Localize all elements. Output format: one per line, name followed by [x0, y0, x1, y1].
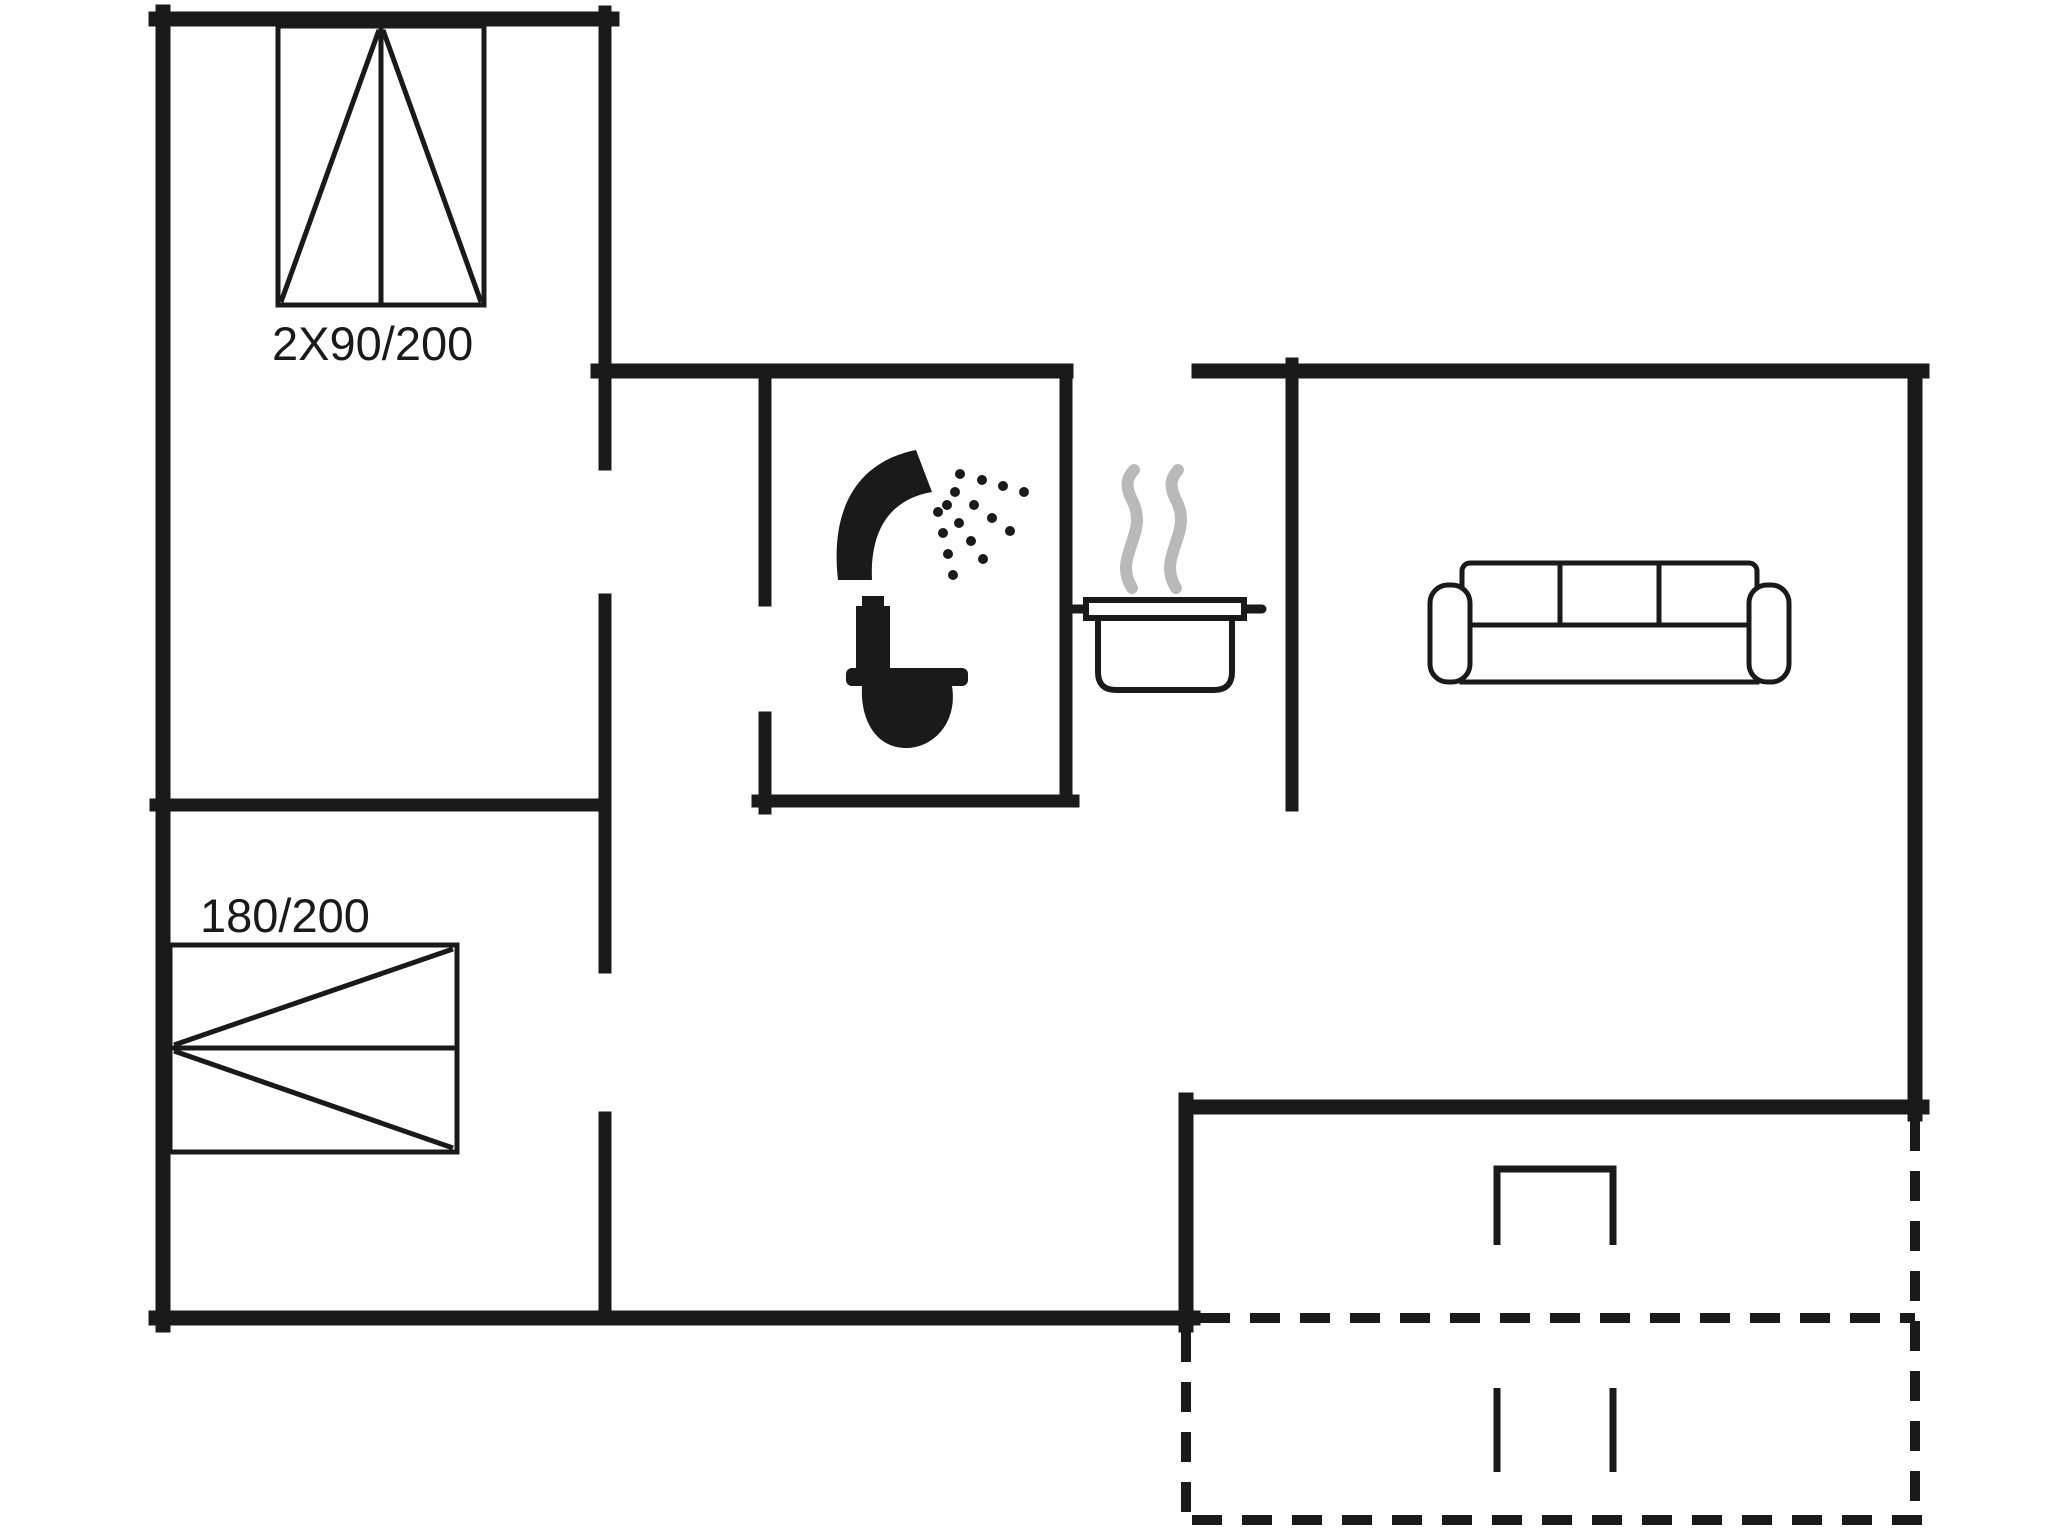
toilet-seat — [846, 668, 968, 686]
cooking-pot-icon — [1063, 597, 1267, 693]
terrace-step-frame — [1493, 1165, 1617, 1245]
shower-spray-dots — [933, 469, 1029, 580]
sofa-icon — [1427, 560, 1792, 685]
interior-walls — [149, 5, 1299, 1325]
steam-icon — [1120, 464, 1187, 594]
large-bed-fold-top — [173, 946, 454, 1048]
terrace-dashed-outline — [1181, 1121, 1922, 1525]
steam-wave-left — [1120, 464, 1143, 594]
toilet-icon — [846, 596, 968, 748]
double-bed-symbol — [275, 23, 487, 308]
double-bed-label: 2X90/200 — [272, 317, 473, 370]
sofa-armrest-left — [1427, 582, 1473, 685]
large-bed-label: 180/200 — [200, 889, 370, 942]
large-bed-symbol — [167, 942, 460, 1155]
shower-icon — [836, 450, 1029, 580]
steam-wave-right — [1164, 464, 1187, 594]
toilet-bowl — [861, 686, 953, 748]
pot-body — [1095, 615, 1235, 693]
terrace-step-marker — [1493, 1165, 1617, 1472]
toilet-flush-button — [862, 596, 884, 608]
sofa-armrest-right — [1746, 582, 1792, 685]
sofa-seat — [1459, 622, 1760, 685]
toilet-tank — [856, 606, 890, 672]
shower-head — [836, 450, 932, 580]
sofa-back — [1459, 560, 1760, 628]
large-bed-fold-bottom — [173, 1048, 454, 1151]
double-bed-fold-right — [380, 29, 484, 303]
exterior-walls — [148, 4, 1930, 1333]
double-bed-fold-left — [278, 29, 382, 303]
